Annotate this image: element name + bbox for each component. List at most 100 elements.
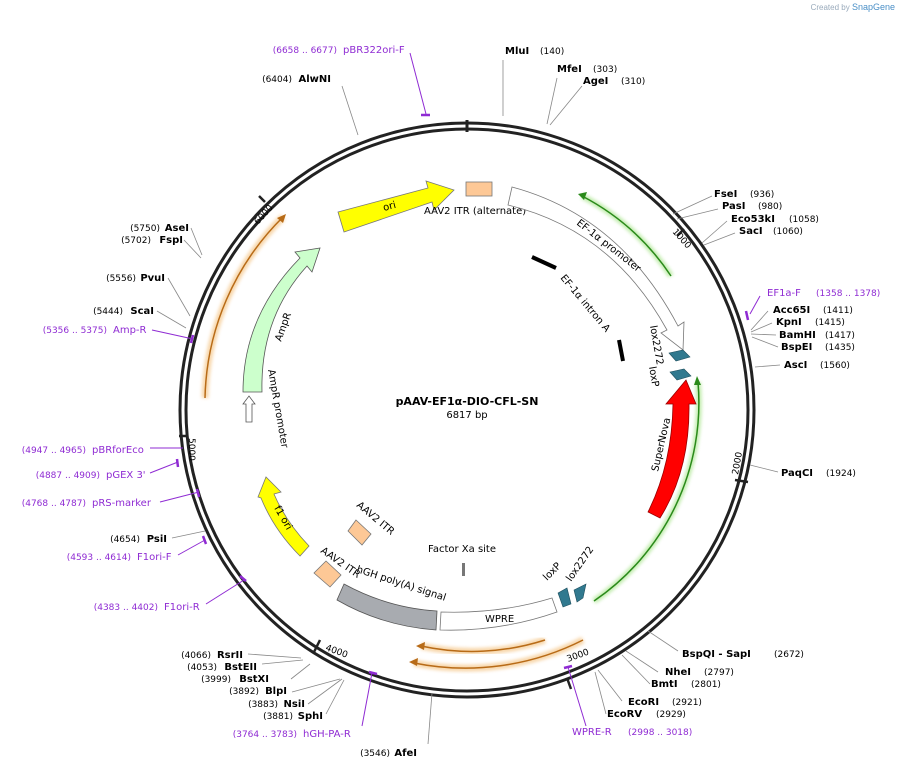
orf-orange-arc-2	[409, 636, 585, 672]
enzyme-MluI-pos: (140)	[540, 47, 564, 57]
lox2272-bottom-label: lox2272	[564, 545, 596, 584]
primer-Amp-R-pos: (5356 .. 5375)	[43, 326, 107, 336]
enzyme-NsiI-pos: (3883)	[248, 700, 278, 710]
enzyme-SphI: SphI	[298, 711, 323, 722]
primer-pBRforEco-pos: (4947 .. 4965)	[22, 446, 86, 456]
wpre-feature	[439, 597, 558, 631]
enzyme-labels: MluI (140) MfeI (303) AgeI (310) FseI (9…	[505, 46, 856, 720]
enzyme-AgeI: AgeI	[583, 76, 608, 87]
enzyme-KpnI: KpnI	[776, 317, 802, 328]
ori-label: ori	[382, 200, 397, 214]
enzyme-BamHI: BamHI	[779, 330, 816, 341]
aav2-itr-alternate-label: AAV2 ITR (alternate)	[424, 206, 526, 217]
loxp-bottom-label: loxP	[541, 561, 563, 583]
enzyme-KpnI-pos: (1415)	[815, 318, 845, 328]
primer-pBR322ori-F: pBR322ori-F	[343, 45, 405, 56]
enzyme-BstEII: BstEII	[224, 662, 257, 673]
supernova-feature	[647, 379, 697, 519]
enzyme-PaqCI-pos: (1924)	[826, 469, 856, 479]
ef1a-promoter-label: EF-1α promoter	[574, 218, 643, 275]
orf-orange-arc-1	[416, 636, 547, 655]
enzyme-BlpI: BlpI	[265, 686, 287, 697]
enzyme-BmtI: BmtI	[651, 679, 678, 690]
enzyme-NheI-pos: (2797)	[704, 668, 734, 678]
enzyme-Acc65I-pos: (1411)	[823, 306, 853, 316]
primer-pBRforEco: pBRforEco	[92, 445, 144, 456]
aav2-itr-alternate-feature	[465, 181, 493, 197]
ef1a-intron-feature	[531, 255, 625, 362]
enzyme-FspI-pos: (5702)	[121, 236, 151, 246]
enzyme-EcoRV: EcoRV	[607, 709, 642, 720]
orf-orange-arc-amp	[201, 214, 286, 399]
enzyme-PvuI: PvuI	[140, 273, 165, 284]
lox2272-top-label: lox2272	[647, 325, 665, 366]
enzyme-PsiI: PsiI	[147, 534, 167, 545]
primer-labels: (6658 .. 6677) pBR322ori-F EF1a-F (1358 …	[22, 45, 881, 740]
enzyme-BspQI-SapI-pos: (2672)	[774, 650, 804, 660]
primer-pRS-marker-pos: (4768 .. 4787)	[22, 499, 86, 509]
hgh-polya-feature	[336, 583, 438, 631]
enzyme-ScaI-pos: (5444)	[93, 307, 123, 317]
primer-F1ori-F: F1ori-F	[137, 552, 172, 563]
primer-pRS-marker: pRS-marker	[92, 498, 152, 509]
tick-1000: 1000	[670, 227, 693, 251]
enzyme-FseI-pos: (936)	[750, 190, 774, 200]
enzyme-AgeI-pos: (310)	[621, 77, 645, 87]
ori-feature	[337, 180, 455, 233]
primer-hGH-PA-R-pos: (3764 .. 3783)	[233, 730, 297, 740]
enzyme-SacI-pos: (1060)	[773, 227, 803, 237]
loxp-bottom-feature	[557, 587, 572, 608]
enzyme-AlwNI-pos: (6404)	[262, 75, 292, 85]
enzyme-EcoRI-pos: (2921)	[672, 698, 702, 708]
enzyme-PasI: PasI	[722, 201, 745, 212]
credit-prefix: Created by	[810, 3, 850, 12]
enzyme-Eco53kI-pos: (1058)	[789, 215, 819, 225]
ampr-label: AmpR	[273, 311, 294, 343]
enzyme-BspEI-pos: (1435)	[825, 343, 855, 353]
enzyme-FspI: FspI	[159, 235, 183, 246]
lox2272-top-feature	[668, 349, 691, 362]
primer-pBR322ori-F-pos: (6658 .. 6677)	[273, 46, 337, 56]
enzyme-AseI-pos: (5750)	[130, 224, 160, 234]
enzyme-AseI: AseI	[165, 223, 189, 234]
enzyme-BstXI-pos: (3999)	[201, 675, 231, 685]
enzyme-MfeI-pos: (303)	[593, 65, 617, 75]
enzyme-PsiI-pos: (4654)	[110, 535, 140, 545]
enzyme-ScaI: ScaI	[130, 306, 154, 317]
orf-supernova-green-arc	[592, 376, 702, 604]
enzyme-EcoRV-pos: (2929)	[656, 710, 686, 720]
plasmid-size: 6817 bp	[446, 410, 487, 421]
enzyme-NheI: NheI	[665, 667, 691, 678]
enzyme-AscI-pos: (1560)	[820, 361, 850, 371]
enzyme-SacI: SacI	[739, 226, 763, 237]
enzyme-SphI-pos: (3881)	[263, 712, 293, 722]
primer-EF1a-F: EF1a-F	[767, 288, 801, 299]
orf-green-arc	[578, 192, 674, 278]
wpre-label: WPRE	[485, 614, 514, 625]
enzyme-AlwNI: AlwNI	[299, 74, 332, 85]
enzyme-PaqCI: PaqCI	[781, 468, 813, 479]
enzyme-NsiI: NsiI	[284, 699, 305, 710]
enzyme-AfeI-pos: (3546)	[360, 749, 390, 759]
enzyme-BamHI-pos: (1417)	[825, 331, 855, 341]
ampr-feature	[242, 247, 321, 393]
enzyme-PvuI-pos: (5556)	[106, 274, 136, 284]
primer-F1ori-R: F1ori-R	[164, 602, 200, 613]
primer-pGEX3: pGEX 3'	[106, 470, 146, 481]
enzyme-RsrII-pos: (4066)	[181, 651, 211, 661]
enzyme-BlpI-pos: (3892)	[229, 687, 259, 697]
enzyme-MfeI: MfeI	[557, 64, 582, 75]
tick-5000: 5000	[186, 438, 196, 461]
primer-WPRE-R: WPRE-R	[572, 727, 612, 738]
factor-xa-feature	[462, 563, 465, 576]
primer-WPRE-R-pos: (2998 .. 3018)	[628, 728, 692, 738]
enzyme-BmtI-pos: (2801)	[691, 680, 721, 690]
enzyme-BstXI: BstXI	[239, 674, 269, 685]
primer-F1ori-R-pos: (4383 .. 4402)	[94, 603, 158, 613]
enzyme-AfeI: AfeI	[394, 748, 417, 759]
ampr-promoter-label: AmpR promoter	[265, 369, 290, 450]
primer-pGEX3-pos: (4887 .. 4909)	[36, 471, 100, 481]
primer-leaders	[149, 52, 761, 727]
primer-EF1a-F-pos: (1358 .. 1378)	[816, 289, 880, 299]
